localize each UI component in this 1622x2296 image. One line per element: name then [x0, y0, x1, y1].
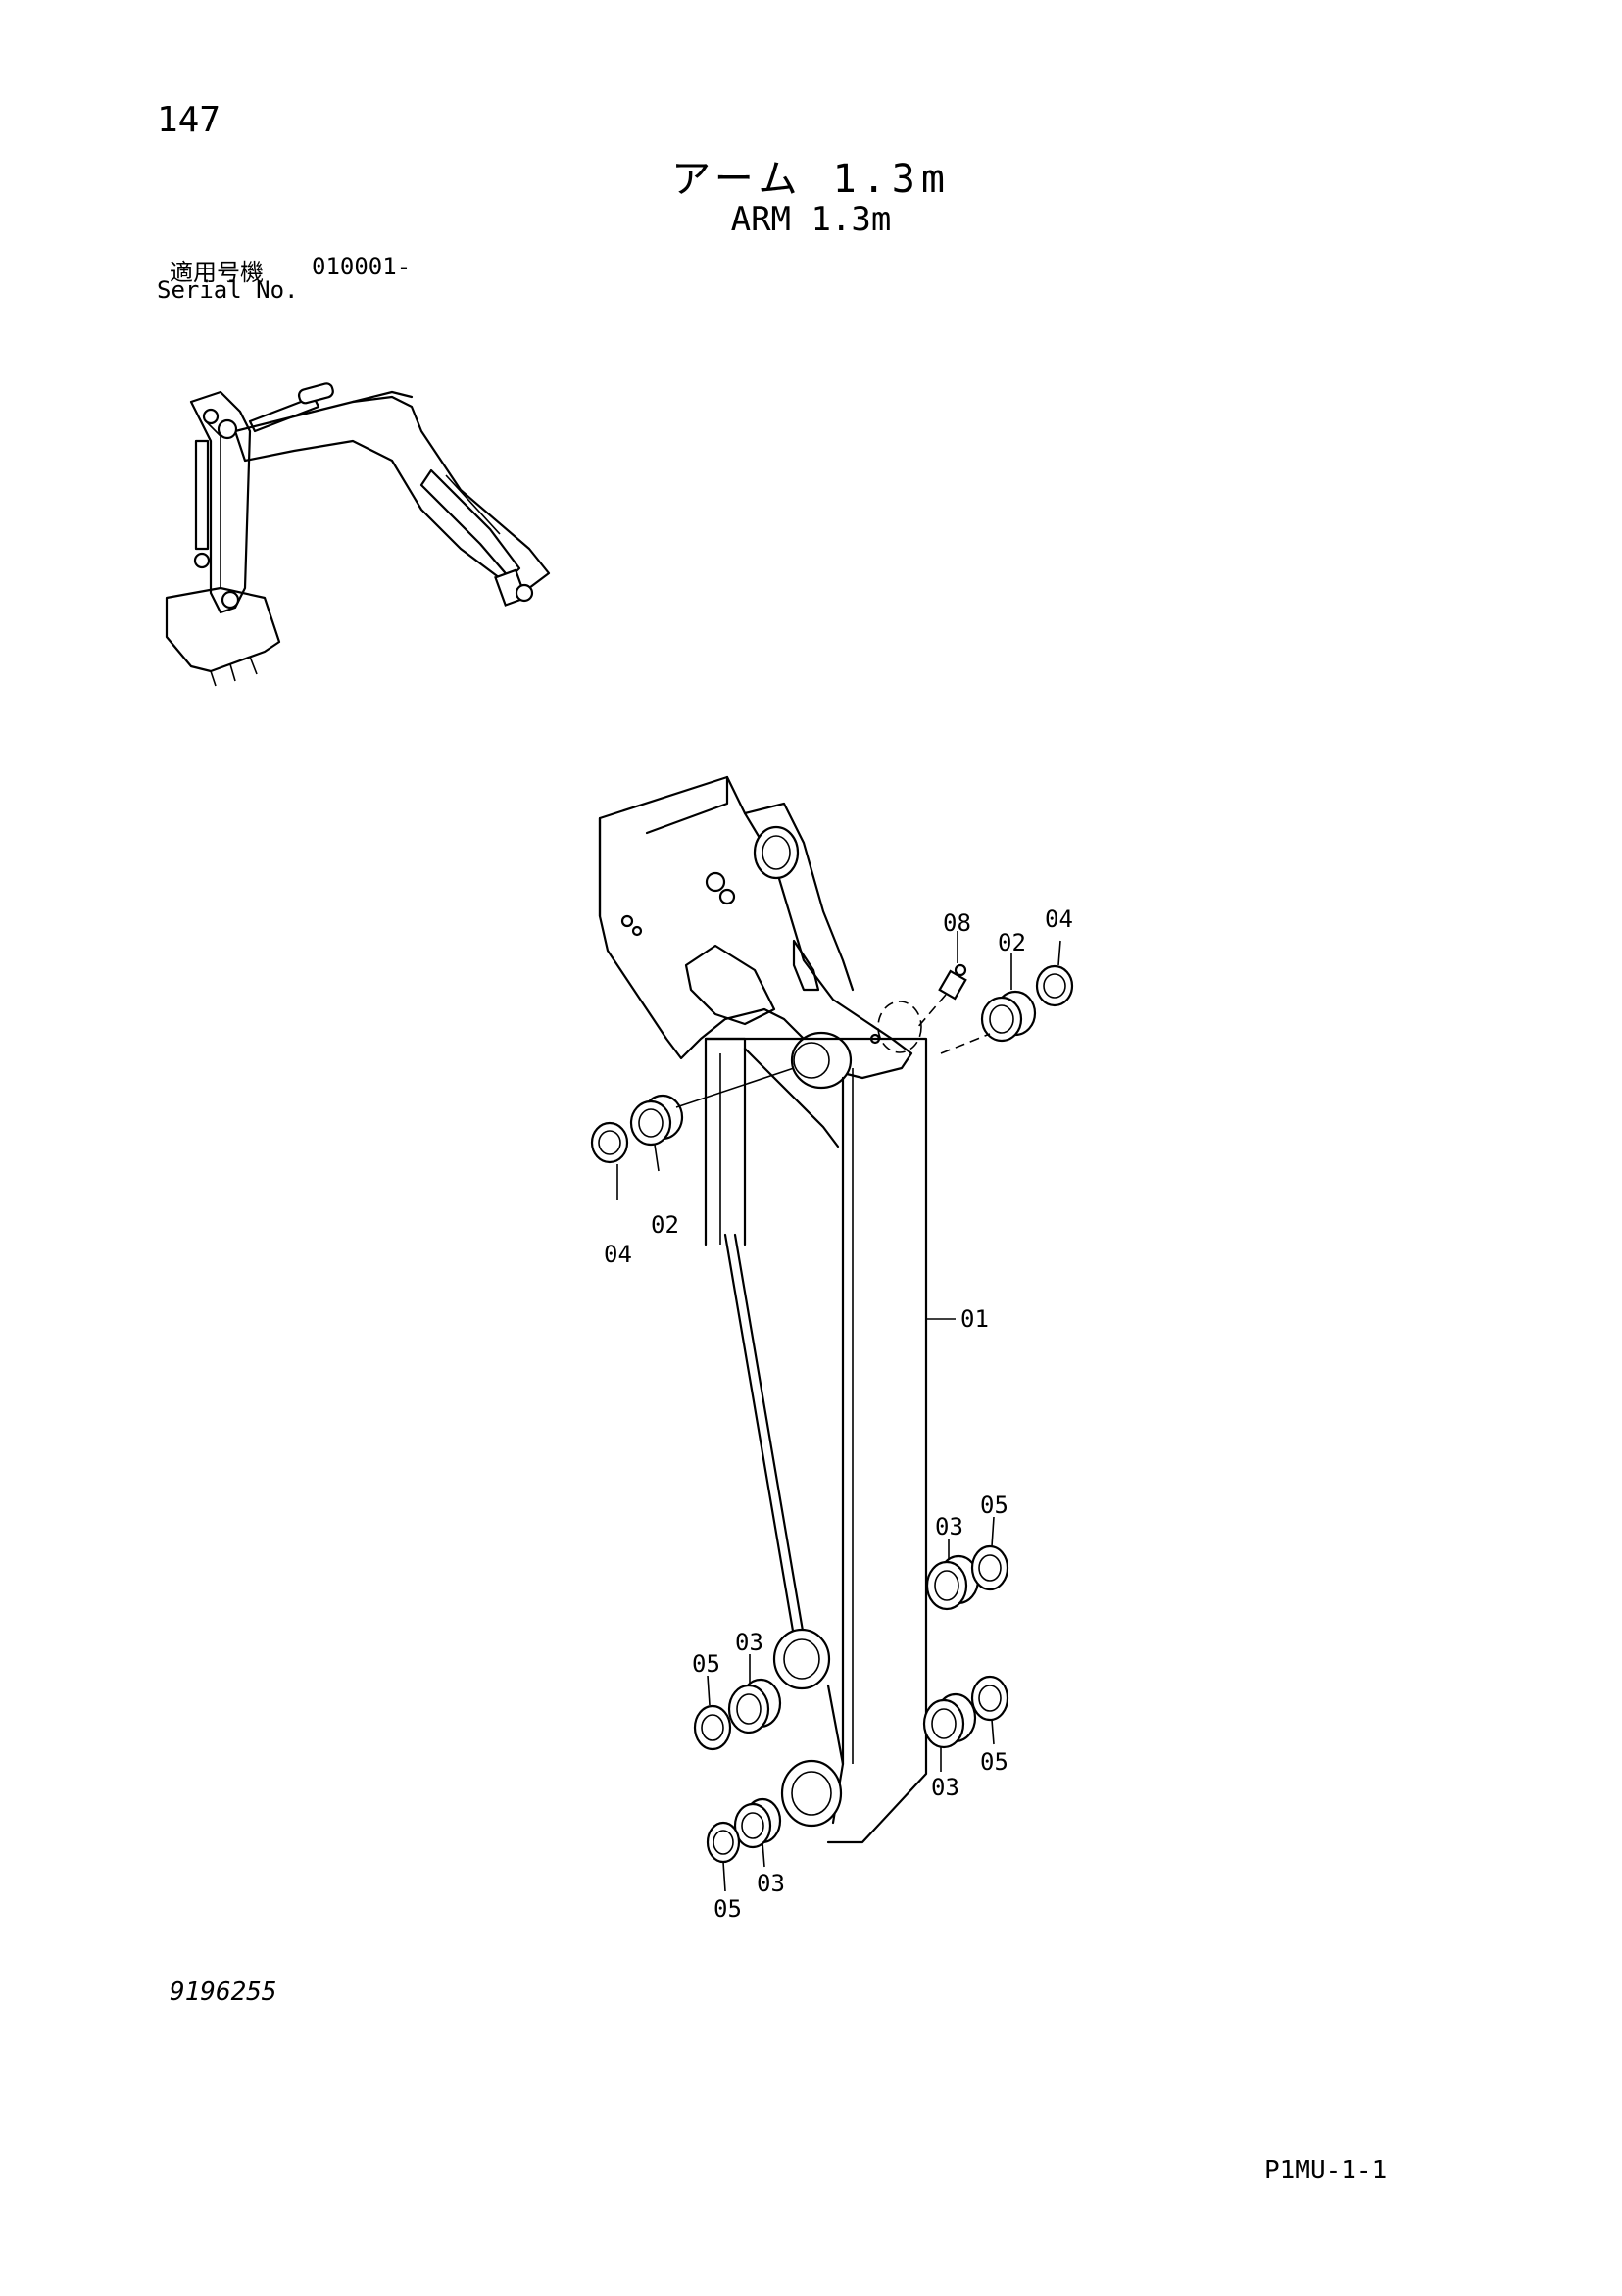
page-number: 147 [157, 100, 221, 140]
callout-05-left-bottom: 05 [713, 1895, 742, 1923]
callout-08: 08 [943, 909, 971, 937]
callout-labels: 01 08 02 04 04 02 03 05 03 05 05 03 03 0… [604, 905, 1073, 1923]
page-code: P1MU-1-1 [1264, 2156, 1388, 2185]
callout-05-right-bottom: 05 [980, 1748, 1008, 1776]
arm-main-drawing [598, 775, 928, 1844]
callout-03-right-bottom: 03 [931, 1774, 959, 1801]
callout-02-left: 02 [651, 1211, 679, 1239]
callout-05-left-top: 05 [692, 1650, 720, 1678]
serial-label-japanese: 適用号機 [170, 259, 264, 286]
page-title-english: ARM 1.3m [730, 200, 892, 239]
drawing-number: 9196255 [170, 1978, 277, 2007]
callout-04-left: 04 [604, 1241, 632, 1268]
serial-range: 010001- [312, 253, 412, 280]
serial-label-english: Serial No. [157, 276, 299, 304]
callout-03-right-top: 03 [935, 1513, 963, 1540]
callout-01: 01 [960, 1305, 989, 1333]
callout-03-left-bottom: 03 [757, 1870, 785, 1897]
leader-lines [616, 931, 1061, 1892]
page-title-japanese: アーム 1.3m [671, 157, 951, 202]
callout-05-right-top: 05 [980, 1491, 1008, 1519]
loose-parts [590, 963, 1074, 1864]
grease-fitting-icon [915, 963, 967, 1030]
callout-03-left-top: 03 [735, 1629, 763, 1656]
callout-02-right: 02 [998, 929, 1026, 956]
callout-04-right: 04 [1045, 905, 1073, 933]
overview-excavator-thumbnail [165, 382, 551, 687]
